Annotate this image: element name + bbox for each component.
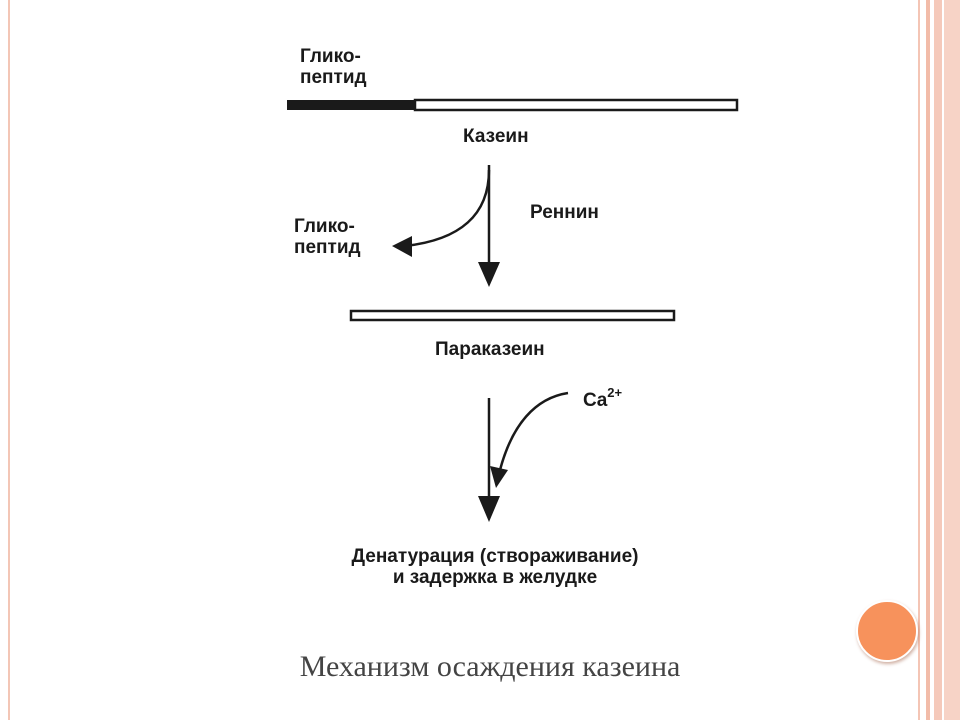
right-border-stripe — [918, 0, 920, 720]
right-border-stripe — [934, 0, 942, 720]
left-border-line — [8, 0, 10, 720]
right-border-stripe — [944, 0, 960, 720]
calcium-symbol: Ca — [583, 390, 608, 411]
paracasein-label: Параказеин — [435, 339, 545, 360]
coagulation-arrow-head — [478, 496, 500, 522]
paracasein-bar — [349, 309, 676, 322]
calcium-charge: 2+ — [607, 385, 623, 400]
casein-label: Казеин — [463, 126, 529, 147]
slide-caption: Механизм осаждения казеина — [299, 650, 681, 683]
right-border-stripe — [926, 0, 930, 720]
calcium-join-arrowhead — [490, 466, 508, 488]
calcium-join-curve — [498, 391, 569, 471]
rennin-arrow-head — [478, 262, 500, 287]
result-label: Денатурация (створаживание) и задержка в… — [351, 546, 639, 588]
casein-bar — [413, 98, 739, 112]
calcium-ion-label: Ca2+ — [583, 382, 622, 411]
decorative-orange-circle — [856, 600, 918, 662]
rennin-label: Реннин — [530, 202, 599, 223]
glycopeptide-release-arrowhead — [392, 236, 412, 257]
glycopeptide-release-curve — [404, 169, 491, 248]
glycopeptide-segment — [287, 100, 415, 110]
glycopeptide-side-label: Глико- пептид — [294, 216, 361, 258]
glycopeptide-top-label: Глико- пептид — [300, 46, 367, 88]
